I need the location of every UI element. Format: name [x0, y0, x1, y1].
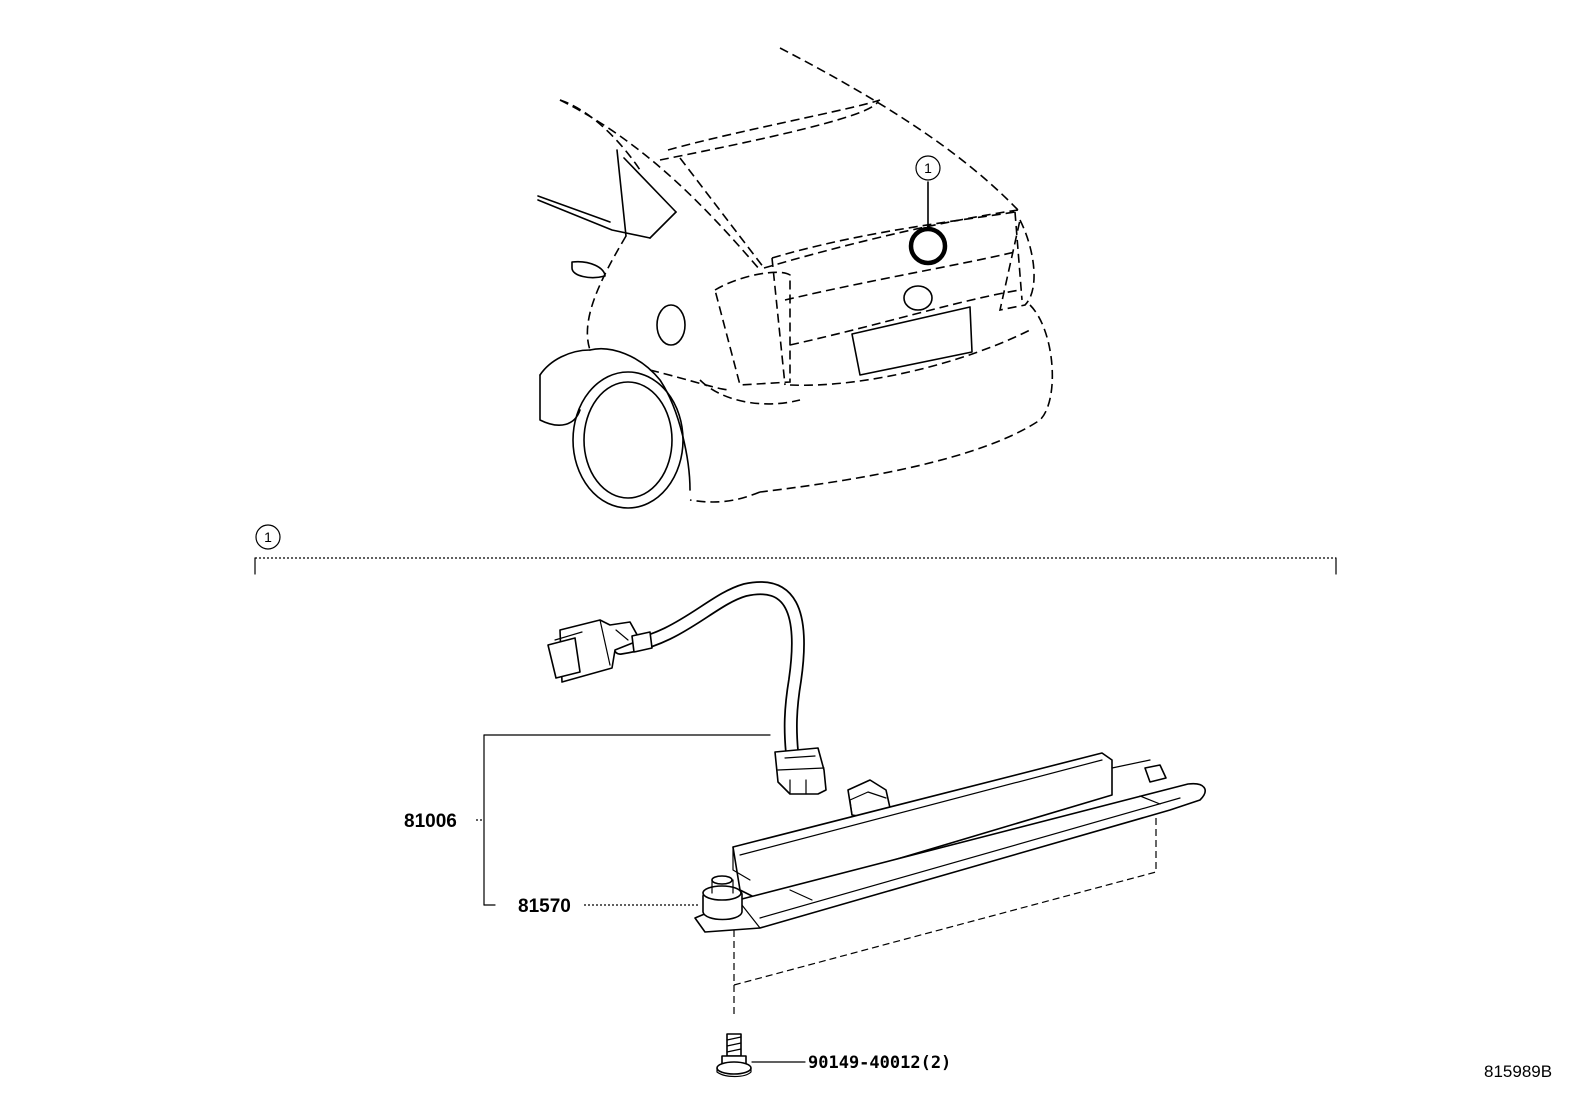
reference-code: 815989B [1484, 1062, 1552, 1081]
part-number-81006[interactable]: 81006 [404, 811, 457, 832]
part-labels: 81006 81570 90149-40012(2) 815989B [404, 811, 1552, 1081]
stop-lamp [694, 752, 1206, 1018]
harness-connector-left [547, 619, 653, 683]
screw [716, 1033, 752, 1078]
leader-lines [476, 734, 806, 1063]
section-number-circle [255, 524, 281, 550]
harness-connector-right [774, 747, 827, 795]
section-number: 1 [264, 529, 272, 545]
part-number-81570[interactable]: 81570 [518, 896, 571, 917]
car-rear-illustration [537, 47, 1054, 509]
locator-number: 1 [924, 160, 932, 176]
part-number-screw[interactable]: 90149-40012(2) [808, 1053, 951, 1073]
wire-harness [547, 581, 827, 795]
locator-number-circle [915, 155, 941, 181]
locator-ring [908, 226, 948, 266]
section-header: 1 [254, 524, 1337, 575]
locator-callout: 1 [908, 155, 948, 266]
